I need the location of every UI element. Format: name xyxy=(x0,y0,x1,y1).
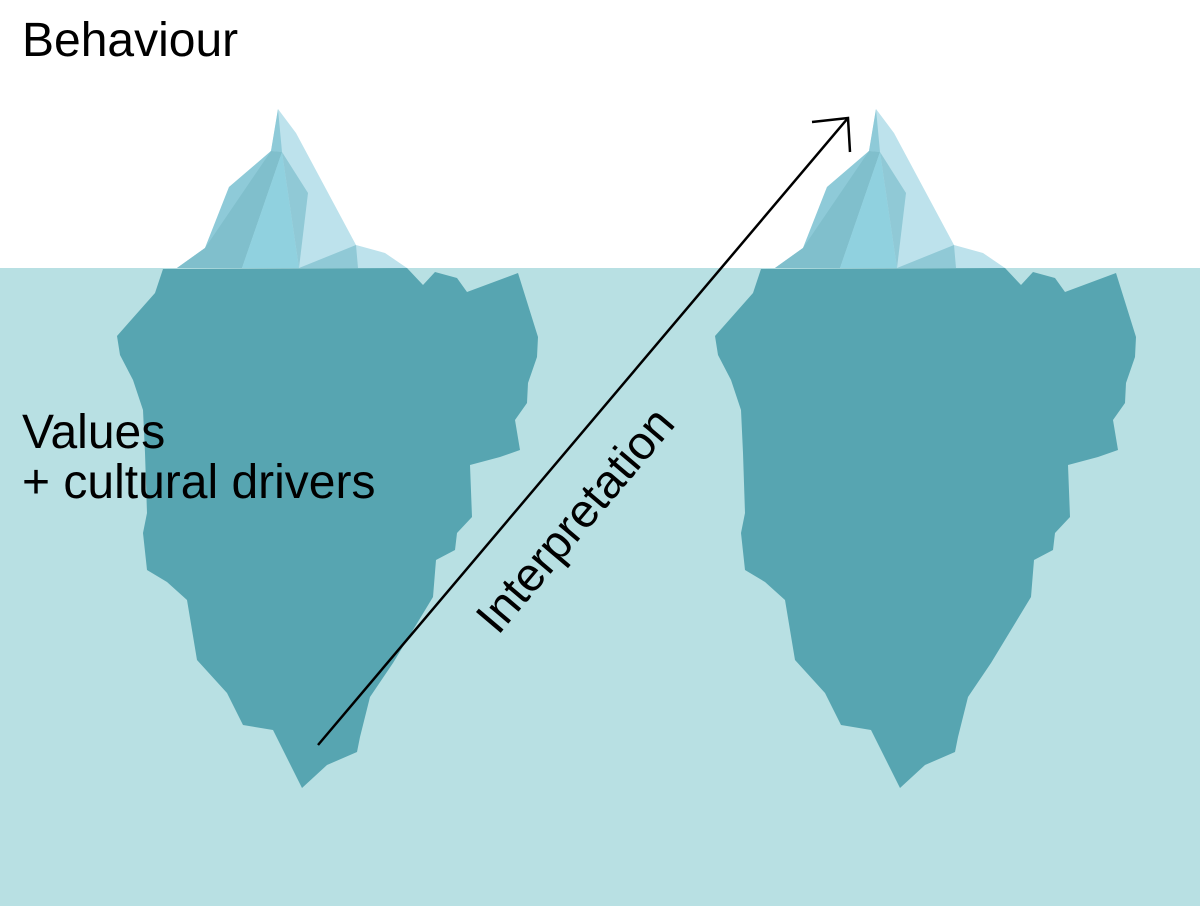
arrowhead-icon xyxy=(811,116,852,153)
cultural-drivers-label: + cultural drivers xyxy=(22,456,376,509)
behaviour-label: Behaviour xyxy=(22,14,239,67)
iceberg-right-tip xyxy=(775,109,1005,268)
interpretation-arrow xyxy=(317,117,849,746)
values-label: Values xyxy=(22,406,166,459)
iceberg-left-tip xyxy=(177,109,407,268)
